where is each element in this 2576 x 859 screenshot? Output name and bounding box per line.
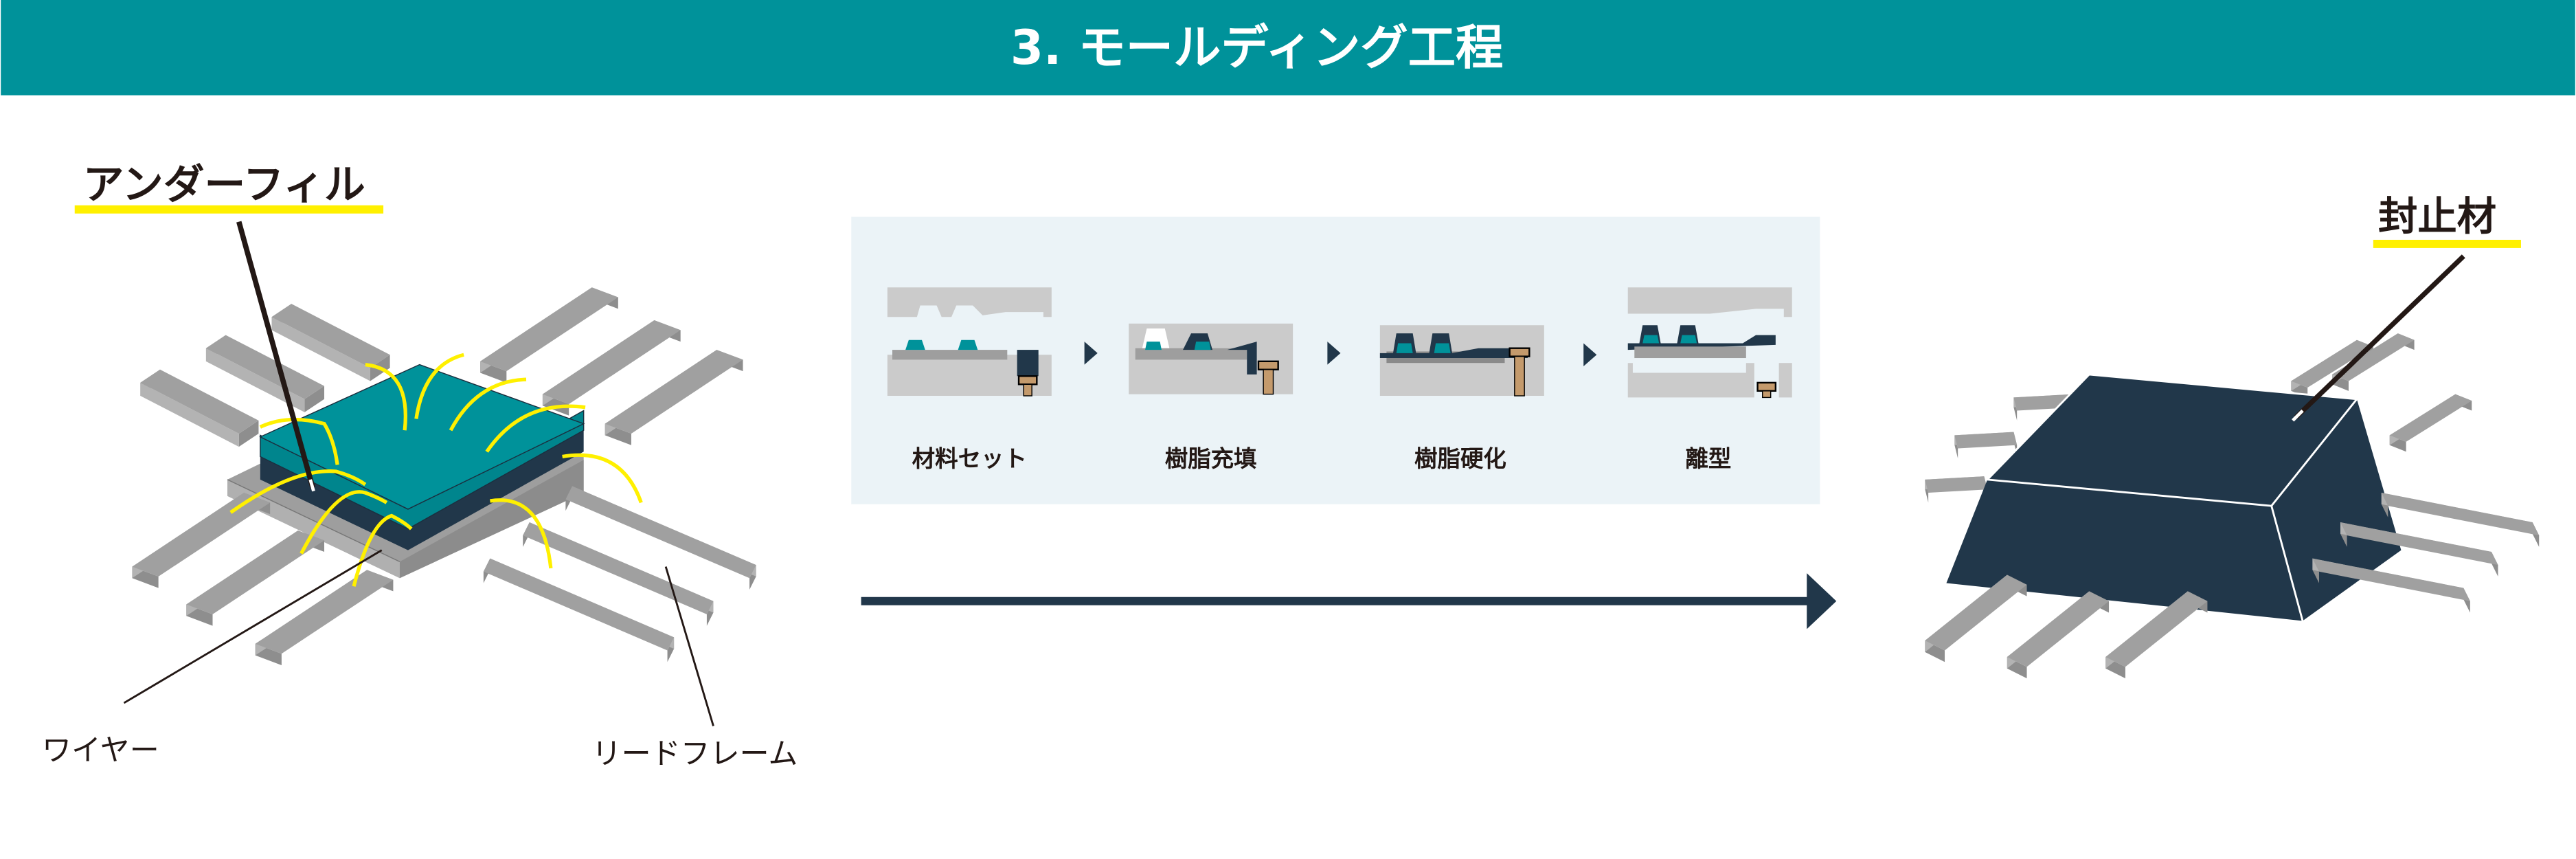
step-arrow-icon <box>1583 343 1597 366</box>
process-arrow <box>861 573 1837 629</box>
underfill-label: アンダーフィル <box>83 161 365 209</box>
underfill-label-underline <box>74 205 384 214</box>
lead <box>1925 476 1988 503</box>
step-arrow-icon <box>1084 342 1098 365</box>
lead <box>605 350 743 445</box>
process-step-material-set <box>887 287 1052 397</box>
package-leads-back <box>1925 333 2472 503</box>
lead <box>523 522 714 626</box>
lead-frame-leads-back <box>140 287 743 452</box>
lead <box>542 320 681 416</box>
lead <box>1954 432 2018 458</box>
lead-frame-leads-front <box>132 486 756 665</box>
lead <box>2381 493 2540 547</box>
wire-label: ワイヤー <box>42 734 159 768</box>
package-side-face <box>2271 399 2402 621</box>
lead <box>140 369 259 447</box>
lead <box>480 287 618 383</box>
encapsulated-package-illustration <box>1925 254 2540 679</box>
lead <box>186 530 325 626</box>
package-leads-front <box>1925 493 2540 679</box>
step-label-resin-filling: 樹脂充填 <box>1165 445 1257 472</box>
header-bar <box>1 0 2575 96</box>
encapsulant-leader-line <box>2294 254 2465 419</box>
leadframe-leader-line <box>664 566 714 726</box>
wire-leader-line <box>123 549 383 704</box>
lead <box>565 486 756 590</box>
encapsulant-label-underline <box>2373 239 2521 248</box>
process-step-resin-filling <box>1129 323 1293 395</box>
lead <box>2007 591 2110 679</box>
lead <box>483 558 675 662</box>
lead <box>2312 558 2470 613</box>
lead <box>132 493 271 588</box>
leadframe-label: リードフレーム <box>592 737 798 771</box>
underfill-leader-line <box>236 221 315 489</box>
lead <box>2105 591 2208 679</box>
lead <box>205 335 325 412</box>
process-step-resin-curing <box>1379 325 1544 397</box>
process-steps <box>887 287 1792 399</box>
page-title: 3. モールディング工程 <box>1010 21 1504 76</box>
lead <box>2332 333 2415 391</box>
lead <box>271 304 390 381</box>
package-front-face <box>1946 479 2303 621</box>
underfill-layer <box>260 419 584 550</box>
step-arrow-icon <box>1327 342 1341 365</box>
encapsulant-label: 封止材 <box>2378 194 2496 240</box>
bond-wires <box>229 353 643 587</box>
step-label-release: 離型 <box>1685 445 1731 472</box>
lead <box>1925 574 2027 662</box>
step-label-material-set: 材料セット <box>912 445 1027 472</box>
process-step-release <box>1627 287 1792 399</box>
lead <box>2389 394 2472 452</box>
lead <box>2340 522 2498 577</box>
step-label-resin-curing: 樹脂硬化 <box>1414 445 1506 472</box>
chip-on-leadframe-illustration <box>123 221 756 726</box>
lead <box>255 570 394 665</box>
